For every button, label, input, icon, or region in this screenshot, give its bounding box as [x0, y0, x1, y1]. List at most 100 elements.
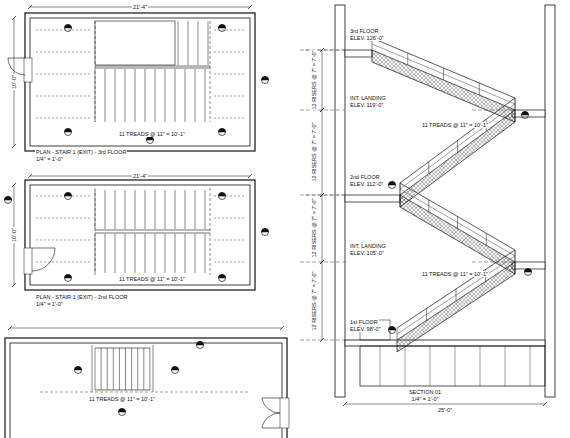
tread-line [125, 69, 126, 122]
base-structure [360, 346, 545, 386]
dimension-tick [320, 48, 324, 52]
rail-post [479, 83, 480, 95]
rail-post [428, 162, 429, 174]
drawing-label: 1/4" = 1'-0" [35, 301, 64, 307]
landing-slab [345, 50, 372, 57]
wall-section [545, 5, 555, 397]
tread-line [105, 69, 106, 122]
section-marker [219, 193, 226, 200]
wall-section [335, 5, 345, 397]
rail-post [457, 141, 458, 153]
section-marker-fill [65, 129, 72, 133]
floor-slab [345, 340, 545, 346]
dimension-tick [248, 5, 252, 9]
door-swing [8, 58, 25, 75]
dimension-tick [12, 183, 16, 187]
wall-inner [10, 343, 282, 438]
drawing-label: 21'-4" [132, 4, 148, 10]
handrail [153, 345, 154, 392]
section-marker [65, 25, 72, 32]
wall-inner [30, 185, 250, 285]
drawing-label: 21'-4" [132, 173, 148, 179]
guide-line [214, 240, 245, 241]
door-opening [24, 58, 32, 82]
guide-line [214, 74, 245, 75]
tread-line [131, 348, 132, 390]
handrail [95, 66, 210, 67]
tread-line [208, 21, 209, 65]
tread-line [115, 234, 116, 273]
section-marker [65, 193, 72, 200]
rail-post [428, 200, 429, 212]
drawing-label: INT. LANDING [349, 243, 387, 249]
base-post [505, 346, 506, 386]
landing-edge [95, 21, 96, 122]
tread-line [155, 234, 156, 273]
tread-line [149, 348, 150, 390]
section-marker-fill [75, 367, 82, 371]
drawing-label: PLAN - STAIR 1 (EXIT) - 2nd FLOOR [35, 294, 129, 300]
dimension-tick [248, 174, 252, 178]
section-marker-fill [389, 327, 396, 330]
base-post [430, 346, 431, 386]
tread-line [145, 69, 146, 122]
drawing-label: 1/4" = 1'-0" [35, 156, 64, 162]
dimension-tick [12, 144, 16, 148]
tread-line [125, 348, 126, 390]
section-marker-fill [219, 275, 226, 279]
tread-line [178, 21, 179, 65]
guide-line [36, 96, 90, 97]
dimension-line [322, 262, 323, 340]
guide-line [36, 74, 90, 75]
dimension-text: 10'-0" [11, 227, 17, 243]
tread-line [125, 234, 126, 273]
section-marker-fill [219, 129, 226, 133]
section-marker-fill [197, 342, 204, 345]
tread-line [115, 69, 116, 122]
rail-post [486, 233, 487, 245]
tread-line [205, 69, 206, 122]
tread-line [135, 234, 136, 273]
section-marker-fill [65, 275, 72, 279]
guard-rail [400, 104, 515, 189]
guide-line [214, 262, 245, 263]
base-post [380, 346, 381, 386]
landing-edge [210, 188, 211, 275]
drawing-label: 3rd FLOOR [349, 28, 379, 34]
drawing-label: PLAN - STAIR 1 (EXIT) - 3rd FLOOR [35, 149, 127, 155]
base-post [405, 346, 406, 386]
tread-line [175, 234, 176, 273]
drawing-label: 1/4" = 1'-0" [411, 396, 440, 402]
tread-line [135, 190, 136, 229]
stair-flight [400, 195, 515, 274]
rail-post [397, 328, 398, 340]
guard-rail [400, 189, 515, 256]
wall-inner [30, 18, 250, 146]
section-marker [219, 275, 226, 282]
section-marker [65, 275, 72, 282]
dimension-tick [8, 326, 12, 330]
landing-edge [95, 188, 96, 275]
drawing-label: ELEV. 112'-0" [349, 181, 384, 187]
drawing-label: 1st FLOOR [349, 319, 379, 325]
door-swing [262, 398, 280, 428]
dimension-line [322, 195, 323, 262]
dimension-tick [320, 338, 324, 342]
drawing-label: 11 TREADS @ 11" = 10'-1" [88, 396, 156, 402]
tread-line [185, 234, 186, 273]
handrail [92, 345, 93, 392]
section-marker-fill [65, 193, 72, 196]
drawing-label: ELEV. 126'-0" [349, 35, 385, 41]
guide-line [36, 30, 90, 31]
tread-line [185, 69, 186, 122]
tread-line [145, 234, 146, 273]
guide-line [214, 118, 245, 119]
linework [5, 5, 556, 438]
drawing-label: 25'-0" [437, 407, 453, 413]
guide-line [214, 96, 245, 97]
tread-line [113, 348, 114, 390]
section-marker-fill [389, 182, 396, 186]
door-opening [280, 398, 289, 428]
dimension-text: 10'-0" [11, 74, 17, 90]
guide-line [36, 240, 90, 241]
